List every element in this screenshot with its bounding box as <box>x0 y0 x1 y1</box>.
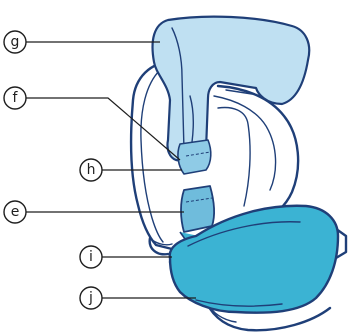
callout-circle-f <box>3 86 27 110</box>
callout-label-i: i <box>89 249 93 265</box>
callout-g: g <box>3 30 160 54</box>
callout-j: j <box>79 286 196 310</box>
callout-label-h: h <box>87 162 96 178</box>
leader-line-f <box>26 97 181 161</box>
callout-circle-i <box>79 245 103 269</box>
callout-label-j: j <box>88 290 93 306</box>
callout-f: f <box>3 86 181 161</box>
callout-circle-e <box>3 200 27 224</box>
callout-circle-j <box>79 286 103 310</box>
callout-i: i <box>79 245 172 269</box>
callout-circle-g <box>3 30 27 54</box>
callout-circle-h <box>79 158 103 182</box>
upper-belt-guide <box>177 139 212 175</box>
headrest <box>151 15 311 164</box>
callout-label-e: e <box>11 204 20 220</box>
callout-h: h <box>79 158 182 182</box>
callout-e: e <box>3 200 184 224</box>
callout-label-g: g <box>11 34 20 50</box>
callout-label-f: f <box>13 90 19 106</box>
